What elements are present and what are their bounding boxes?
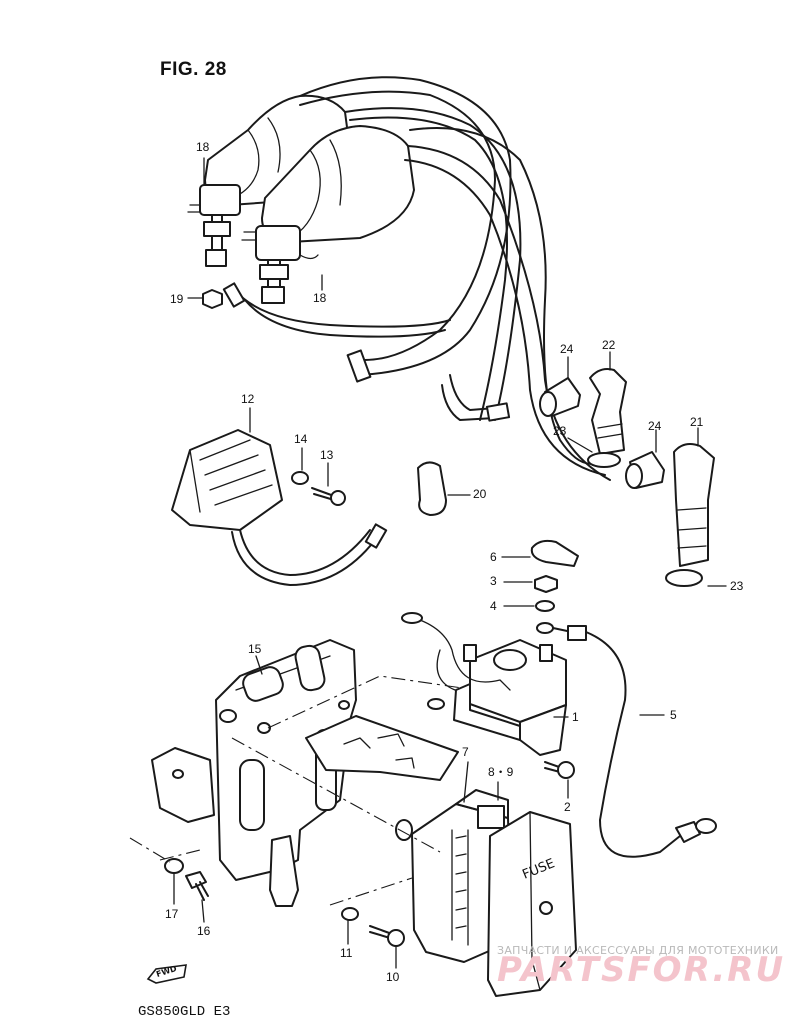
callout-10: 10 (386, 970, 400, 984)
callout-17: 17 (165, 907, 179, 921)
figure-title: FIG. 28 (160, 59, 227, 80)
battery-cable (536, 622, 717, 858)
callout-19: 19 (170, 292, 184, 306)
callout-4: 4 (490, 599, 497, 613)
washer-17 (164, 858, 184, 874)
cap-6 (530, 539, 579, 567)
nut-19 (202, 289, 223, 309)
callout-7: 7 (462, 745, 469, 759)
callout-11: 11 (340, 946, 353, 960)
callout-15: 15 (248, 642, 262, 656)
screw-13 (311, 487, 346, 506)
watermark-logo: PARTSFOR.RU (497, 950, 786, 990)
model-code: GS850GLD E3 (138, 1004, 231, 1020)
forward-arrow-icon (146, 964, 187, 984)
callout-24-upper: 24 (560, 342, 574, 356)
ignition-coil-front (241, 125, 415, 304)
seal-23a (587, 452, 621, 468)
fuse-box-cover (487, 811, 577, 997)
plug-cap-24b (625, 451, 665, 489)
washer-4 (535, 600, 555, 612)
callout-23-upper: 23 (553, 424, 567, 438)
callout-18-front: 18 (313, 291, 327, 305)
washer-11 (341, 907, 359, 921)
callout-21: 21 (690, 415, 704, 429)
callout-24-lower: 24 (648, 419, 662, 433)
callout-13: 13 (320, 448, 334, 462)
callout-3: 3 (490, 574, 497, 588)
callout-5: 5 (670, 708, 677, 722)
clamp-20 (417, 461, 447, 516)
callout-23-lower: 23 (730, 579, 744, 593)
high-tension-leads (222, 76, 611, 481)
nut-3 (534, 575, 558, 593)
callout-14: 14 (294, 432, 308, 446)
plug-cap-22 (589, 368, 627, 455)
watermark-caption: ЗАПЧАСТИ И АКСЕССУАРЫ ДЛЯ МОТОТЕХНИКИ (497, 944, 779, 957)
callout-leaders (173, 157, 727, 969)
plug-cap-21 (673, 443, 715, 567)
bracket-15 (151, 639, 357, 907)
callout-1: 1 (572, 710, 579, 724)
callout-6: 6 (490, 550, 497, 564)
callout-18-rear: 18 (196, 140, 210, 154)
callout-20: 20 (473, 487, 487, 501)
callout-2: 2 (564, 800, 571, 814)
bolt-16 (185, 871, 209, 901)
callout-22: 22 (602, 338, 616, 352)
washer-14 (291, 471, 309, 485)
relay-tray (305, 715, 459, 781)
alignment-lines (129, 675, 463, 906)
regulator-rectifier (171, 429, 388, 586)
plug-cap-24a (539, 377, 581, 417)
screw-2 (544, 761, 575, 779)
fuse-box (395, 789, 511, 963)
callout-12: 12 (241, 392, 255, 406)
starter-relay (401, 612, 567, 756)
seal-23b (665, 569, 703, 587)
screw-10 (369, 925, 405, 947)
callout-8-9: 8・9 (488, 765, 514, 779)
callout-16: 16 (197, 924, 211, 938)
